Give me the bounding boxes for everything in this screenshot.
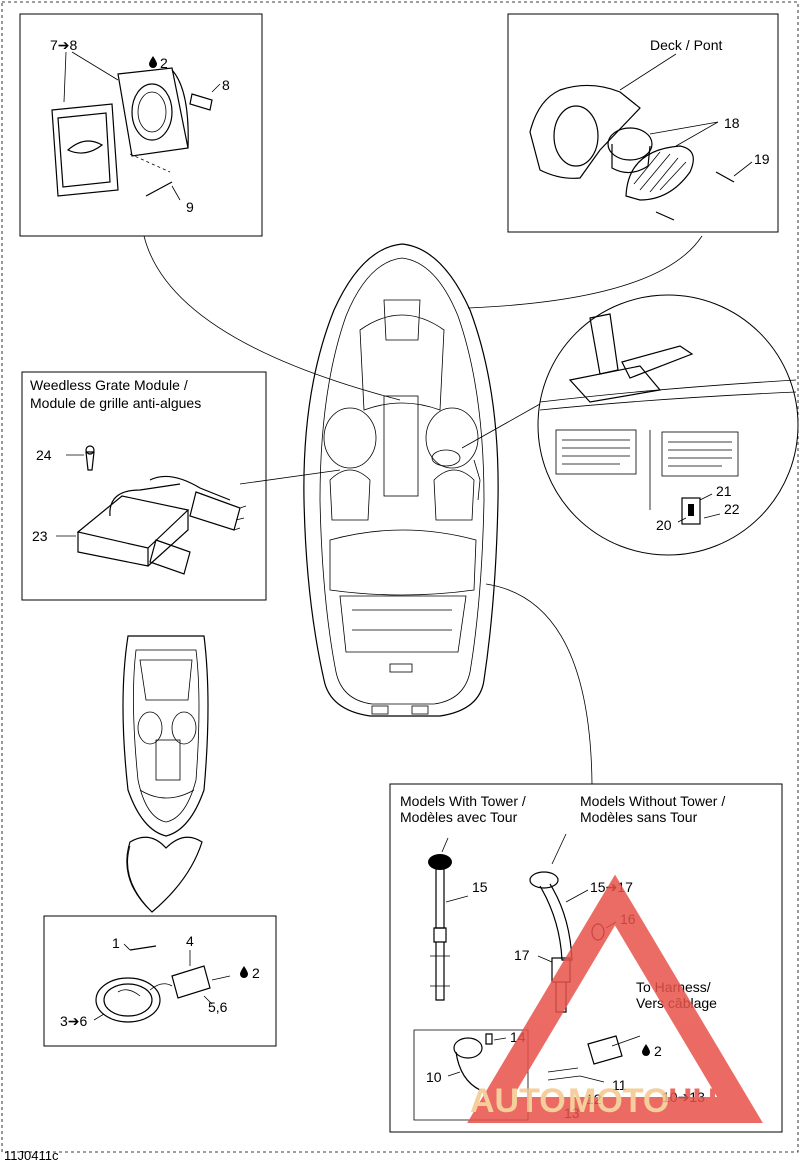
drop-icon [642, 1044, 650, 1056]
watermark-hub: HUB [668, 1082, 742, 1120]
drop-icon [149, 56, 157, 68]
detail-box-top-right: Deck / Pont 18 19 [507, 13, 779, 233]
callout-23: 23 [32, 528, 48, 544]
drawing-id: 11J0411c [4, 1148, 59, 1162]
watermark-logo: AUTO MOTO HUB [467, 874, 763, 1123]
without-tower-line1: Models Without Tower / [580, 793, 725, 809]
with-tower-line1: Models With Tower / [400, 793, 526, 809]
callout-7-8: 7➔8 [50, 37, 78, 53]
watermark-auto: AUTO [470, 1082, 566, 1120]
callout-15: 15 [472, 879, 488, 895]
detail-box-weedless: Weedless Grate Module / Module de grille… [21, 371, 267, 601]
weedless-title-1: Weedless Grate Module / [30, 377, 188, 393]
callout-17: 17 [514, 947, 530, 963]
callout-24: 24 [36, 447, 52, 463]
callout-2-bl: 2 [252, 965, 260, 981]
callout-9: 9 [186, 199, 194, 215]
drop-icon [240, 966, 248, 978]
callout-2-br: 2 [654, 1043, 662, 1059]
callout-10: 10 [426, 1069, 442, 1085]
callout-4: 4 [186, 933, 194, 949]
callout-20: 20 [656, 517, 672, 533]
callout-11: 11 [612, 1077, 627, 1093]
boat-stern-view [122, 635, 209, 913]
callout-8: 8 [222, 77, 230, 93]
callout-22: 22 [724, 501, 740, 517]
callout-19: 19 [754, 151, 770, 167]
detail-box-top-left: 7➔8 2 8 9 [19, 13, 263, 237]
detail-box-bottom-left: 1 4 2 3➔6 5,6 [43, 915, 277, 1047]
detail-circle: 21 22 20 [537, 294, 799, 556]
callout-2: 2 [160, 55, 168, 71]
watermark-moto: MOTO [568, 1082, 669, 1120]
without-tower-line2: Modèles sans Tour [580, 809, 698, 825]
boat-main-view [303, 243, 499, 717]
callout-3-6: 3➔6 [60, 1013, 88, 1029]
callout-21: 21 [716, 483, 732, 499]
deck-label: Deck / Pont [650, 37, 722, 53]
callout-1: 1 [112, 935, 120, 951]
callout-18: 18 [724, 115, 740, 131]
callout-5-6: 5,6 [208, 999, 228, 1015]
weedless-title-2: Module de grille anti-algues [30, 395, 201, 411]
with-tower-line2: Modèles avec Tour [400, 809, 518, 825]
